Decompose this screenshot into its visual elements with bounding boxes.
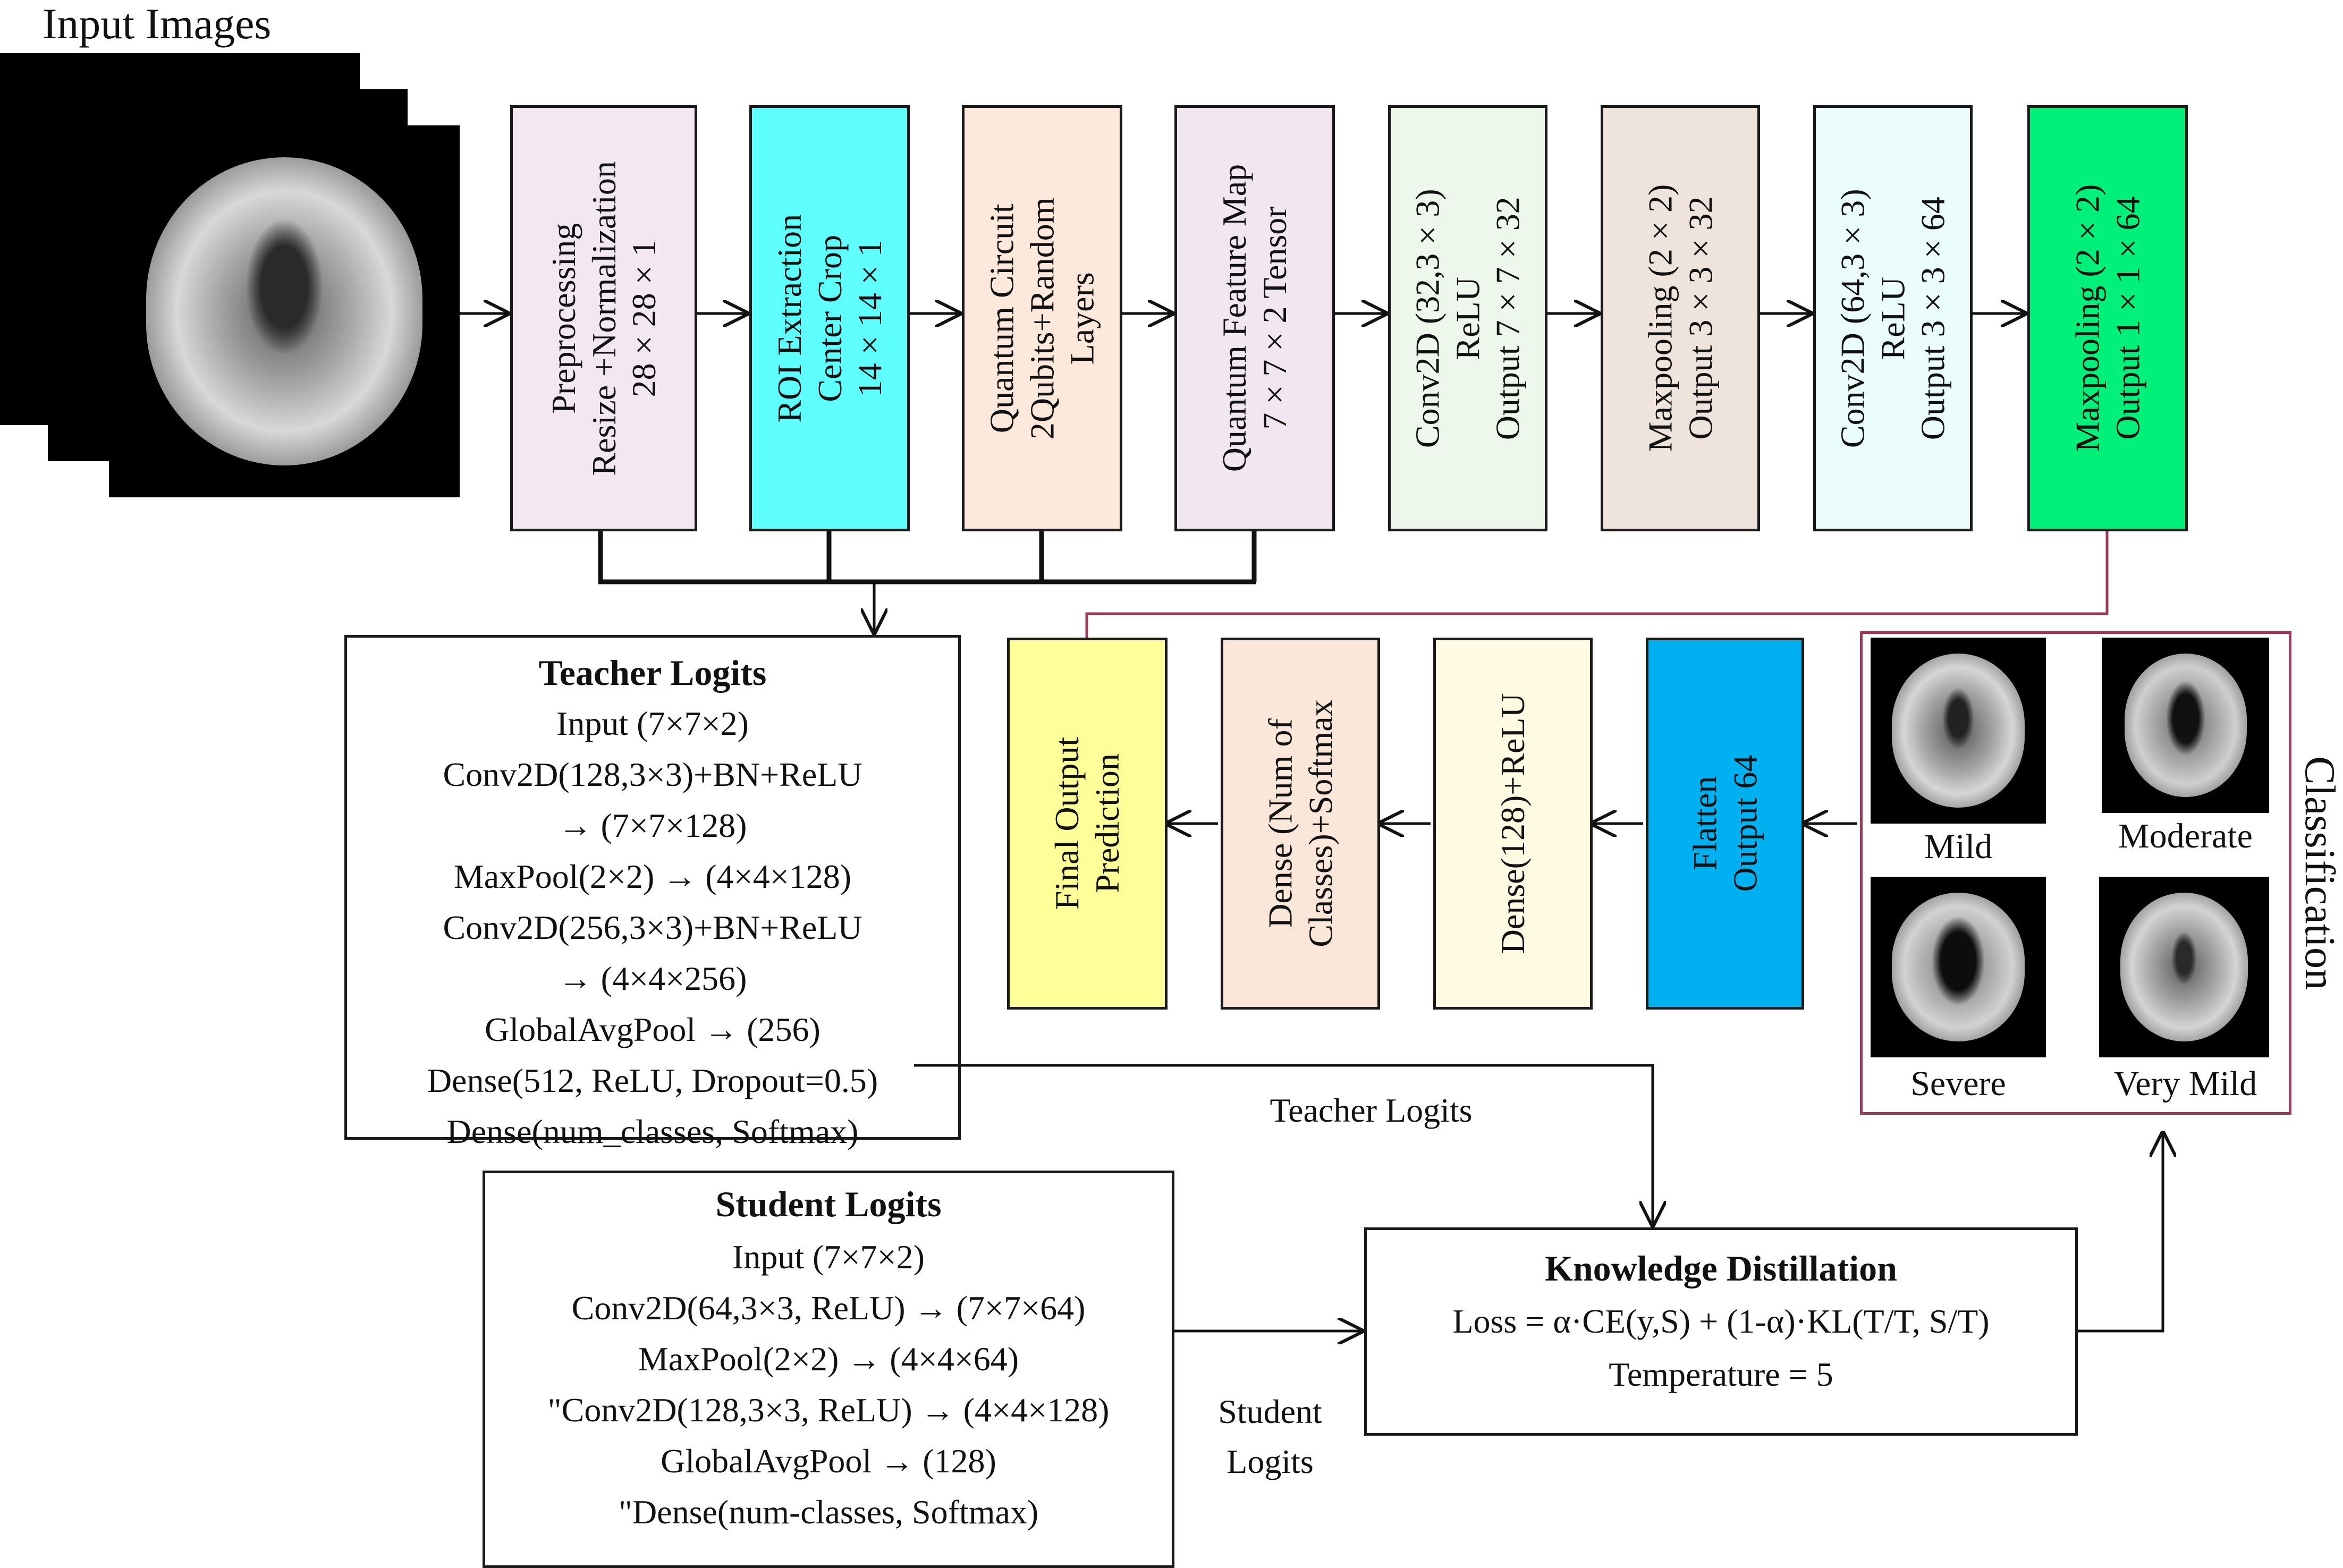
student-logits-box: Student Logits Input (7×7×2) Conv2D(64,3… bbox=[483, 1171, 1174, 1568]
teacher-line: Dense(512, ReLU, Dropout=0.5) bbox=[427, 1062, 878, 1099]
conv2-line-3: Output 3 × 3 × 64 bbox=[1914, 197, 1952, 440]
pool2-line-2: Output 1 × 1 × 64 bbox=[2109, 197, 2146, 440]
conv1-line-2: ReLU bbox=[1449, 276, 1487, 360]
student-line: Conv2D(64,3×3, ReLU) → (7×7×64) bbox=[571, 1289, 1086, 1327]
roi-line-1: ROI Extraction bbox=[770, 214, 808, 423]
dense-softmax-line-2: Classes)+Softmax bbox=[1301, 699, 1339, 948]
conv2-line-1: Conv2D (64,3 × 3) bbox=[1833, 189, 1872, 448]
final-line-1: Final Output bbox=[1048, 737, 1086, 910]
preprocessing-box: Preprocessing Resize +Normalization 28 ×… bbox=[510, 105, 697, 531]
student-line: "Dense(num-classes, Softmax) bbox=[618, 1493, 1039, 1531]
preprocessing-line-2: Resize +Normalization bbox=[585, 160, 623, 476]
link-maxpool-to-final bbox=[1085, 531, 2109, 638]
conv1-line-1: Conv2D (32,3 × 3) bbox=[1408, 189, 1447, 448]
dense-softmax-line-1: Dense (Num of bbox=[1261, 718, 1299, 929]
qfm-line-2: 7 × 7 × 2 Tensor bbox=[1256, 206, 1293, 430]
roi-line-2: Center Crop bbox=[810, 234, 849, 402]
teacher-line: → (4×4×256) bbox=[558, 960, 747, 997]
arrow-kd-to-classification bbox=[2078, 1133, 2163, 1333]
classification-title-wrap: Classification bbox=[2296, 631, 2343, 1115]
pool2-line-1: Maxpooling (2 × 2) bbox=[2068, 184, 2107, 452]
final-line-2: Prediction bbox=[1088, 753, 1126, 894]
student-line: MaxPool(2×2) → (4×4×64) bbox=[638, 1340, 1019, 1378]
teacher-line: Conv2D(256,3×3)+BN+ReLU bbox=[443, 909, 862, 946]
student-logits-edge-label-1: Student bbox=[1218, 1393, 1322, 1430]
conv1-line-3: Output 7 × 7 × 32 bbox=[1488, 197, 1527, 440]
teacher-line: GlobalAvgPool → (256) bbox=[485, 1011, 821, 1048]
student-title: Student Logits bbox=[715, 1184, 942, 1224]
teacher-line: Dense(num_classes, Softmax) bbox=[446, 1113, 859, 1150]
classification-panel bbox=[1860, 631, 2291, 1115]
classification-title: Classification bbox=[2296, 756, 2343, 990]
class-label-severe: Severe bbox=[1910, 1064, 2006, 1103]
flatten-line-2: Output 64 bbox=[1726, 755, 1764, 892]
maxpool-2-box: Maxpooling (2 × 2) Output 1 × 1 × 64 bbox=[2027, 105, 2188, 531]
dense-softmax-box: Dense (Num of Classes)+Softmax bbox=[1221, 638, 1380, 1010]
roi-line-3: 14 × 14 × 1 bbox=[850, 239, 889, 397]
dense-relu-line-1: Dense(128)+ReLU bbox=[1494, 693, 1532, 954]
class-image-severe bbox=[1871, 877, 2046, 1057]
conv2d-1-box: Conv2D (32,3 × 3) ReLU Output 7 × 7 × 32 bbox=[1388, 105, 1547, 531]
input-image-front bbox=[109, 125, 460, 497]
knowledge-distillation-box: Knowledge Distillation Loss = α·CE(y,S) … bbox=[1364, 1227, 2078, 1436]
teacher-line: Conv2D(128,3×3)+BN+ReLU bbox=[443, 756, 862, 793]
student-line: "Conv2D(128,3×3, ReLU) → (4×4×128) bbox=[547, 1391, 1110, 1429]
arrow-teacher-to-kd bbox=[914, 1064, 1653, 1225]
maxpool-1-box: Maxpooling (2 × 2) Output 3 × 3 × 32 bbox=[1601, 105, 1760, 531]
teacher-logits-box: Teacher Logits Input (7×7×2) Conv2D(128,… bbox=[344, 635, 961, 1150]
pool1-line-2: Output 3 × 3 × 32 bbox=[1681, 197, 1719, 440]
flatten-line-1: Flatten bbox=[1686, 776, 1724, 871]
pool1-line-1: Maxpooling (2 × 2) bbox=[1641, 184, 1679, 452]
teacher-line: → (7×7×128) bbox=[558, 807, 747, 844]
teacher-line: Input (7×7×2) bbox=[556, 705, 749, 742]
kd-loss: Loss = α·CE(y,S) + (1-α)·KL(T/T, S/T) bbox=[1452, 1302, 1990, 1340]
roi-extraction-box: ROI Extraction Center Crop 14 × 14 × 1 bbox=[749, 105, 910, 531]
class-image-mild bbox=[1871, 638, 2046, 824]
class-label-very-mild: Very Mild bbox=[2113, 1064, 2257, 1103]
student-logits-edge-label-2: Logits bbox=[1227, 1443, 1314, 1480]
teacher-line: MaxPool(2×2) → (4×4×128) bbox=[453, 858, 852, 895]
class-image-moderate bbox=[2102, 638, 2269, 813]
class-label-moderate: Moderate bbox=[2118, 817, 2253, 855]
qc-line-2: 2Qubits+Random bbox=[1023, 197, 1061, 439]
qfm-line-1: Quantum Feature Map bbox=[1215, 164, 1254, 472]
flatten-box: Flatten Output 64 bbox=[1646, 638, 1804, 1010]
student-line: GlobalAvgPool → (128) bbox=[661, 1442, 996, 1480]
kd-temperature: Temperature = 5 bbox=[1609, 1355, 1833, 1393]
dense-relu-box: Dense(128)+ReLU bbox=[1433, 638, 1593, 1010]
class-image-very-mild bbox=[2099, 877, 2269, 1057]
preprocessing-line-1: Preprocessing bbox=[544, 223, 582, 414]
preprocessing-line-3: 28 × 28 × 1 bbox=[624, 239, 663, 397]
qc-line-3: Layers bbox=[1063, 272, 1101, 365]
quantum-circuit-box: Quantum Circuit 2Qubits+Random Layers bbox=[962, 105, 1122, 531]
student-line: Input (7×7×2) bbox=[732, 1238, 925, 1276]
input-images-title: Input Images bbox=[43, 0, 272, 48]
kd-title: Knowledge Distillation bbox=[1544, 1248, 1898, 1289]
teacher-title: Teacher Logits bbox=[538, 652, 767, 693]
conv2-line-2: ReLU bbox=[1874, 276, 1912, 360]
class-label-mild: Mild bbox=[1924, 827, 1993, 866]
teacher-logits-edge-label: Teacher Logits bbox=[1270, 1091, 1473, 1129]
final-output-box: Final Output Prediction bbox=[1007, 638, 1168, 1010]
quantum-feature-map-box: Quantum Feature Map 7 × 7 × 2 Tensor bbox=[1174, 105, 1335, 531]
conv2d-2-box: Conv2D (64,3 × 3) ReLU Output 3 × 3 × 64 bbox=[1813, 105, 1973, 531]
qc-line-1: Quantum Circuit bbox=[983, 204, 1021, 433]
